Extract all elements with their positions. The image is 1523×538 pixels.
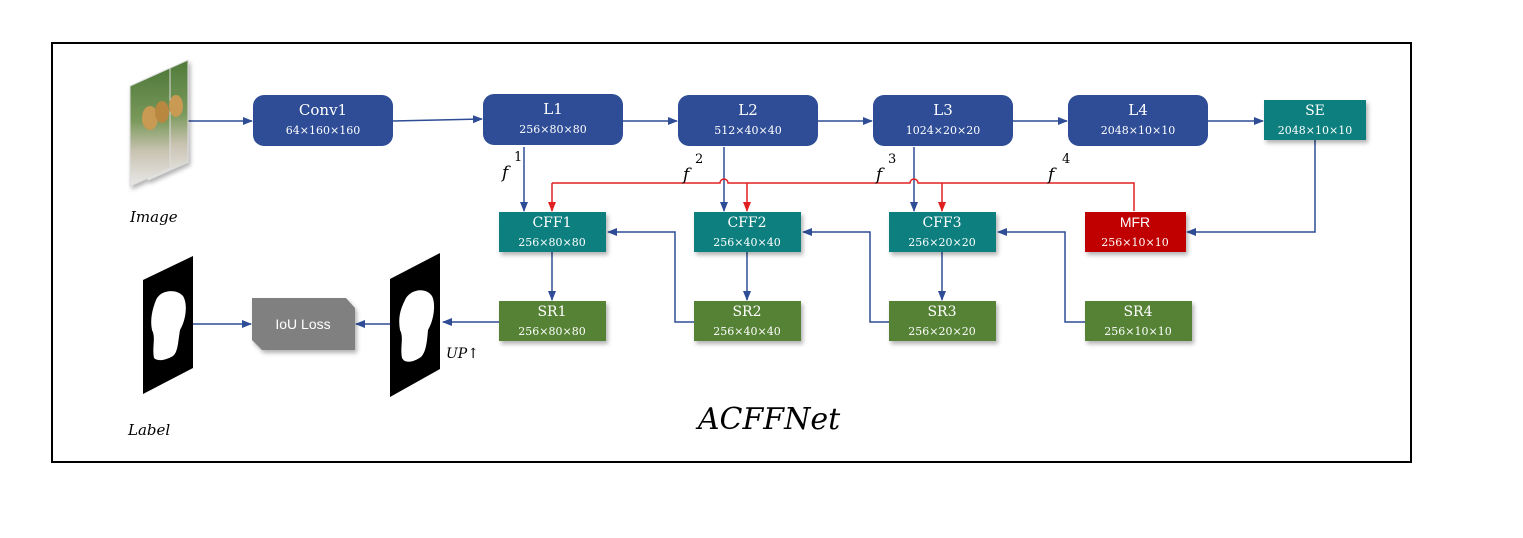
- blue-edges: [182, 115, 1316, 328]
- prediction-mask: UP↑: [390, 253, 479, 397]
- cff1-name: CFF1: [532, 215, 571, 231]
- label-caption: Label: [127, 421, 170, 439]
- l2-name: L2: [738, 101, 758, 119]
- feature-symbol: f: [500, 163, 511, 183]
- sr3-box: [889, 301, 996, 341]
- se-block: SE 2048×10×10: [1264, 100, 1366, 140]
- sr3-name: SR3: [927, 304, 956, 320]
- edge-se-mfr: [1186, 140, 1316, 236]
- l2-box: [678, 95, 818, 146]
- l3-name: L3: [933, 101, 953, 119]
- l1-name: L1: [543, 100, 563, 118]
- l1-block: L1 256×80×80: [483, 94, 623, 145]
- l1-dims: 256×80×80: [519, 123, 586, 136]
- feature-symbol: f: [1046, 165, 1057, 185]
- feature-index: 1: [514, 150, 522, 165]
- l4-block: L4 2048×10×10: [1068, 95, 1208, 146]
- sr2-name: SR2: [732, 304, 761, 320]
- cff2-block: CFF2 256×40×40: [694, 212, 801, 252]
- l2-block: L2 512×40×40: [678, 95, 818, 146]
- feature-label-3: f 3: [874, 152, 896, 185]
- iou-loss-box: [252, 298, 355, 350]
- se-box: [1264, 100, 1366, 140]
- red-edges: [548, 178, 1135, 212]
- feature-label-1: f 1: [500, 150, 522, 183]
- iou-loss-label: IoU Loss: [275, 316, 330, 332]
- cff2-dims: 256×40×40: [713, 236, 780, 249]
- mfr-box: [1085, 212, 1186, 252]
- cff1-box: [499, 212, 606, 252]
- cff1-block: CFF1 256×80×80: [499, 212, 606, 252]
- sr1-box: [499, 301, 606, 341]
- label-mask-silhouette: [151, 291, 186, 361]
- cff1-dims: 256×80×80: [518, 236, 585, 249]
- l4-name: L4: [1128, 101, 1148, 119]
- cff3-box: [889, 212, 996, 252]
- sr4-dims: 256×10×10: [1104, 325, 1171, 338]
- sr1-dims: 256×80×80: [518, 325, 585, 338]
- cff2-box: [694, 212, 801, 252]
- input-image-stack: [129, 59, 189, 187]
- cff3-block: CFF3 256×20×20: [889, 212, 996, 252]
- l4-dims: 2048×10×10: [1101, 124, 1175, 137]
- feature-index: 4: [1062, 152, 1070, 167]
- sr1-name: SR1: [537, 304, 566, 320]
- l3-box: [873, 95, 1013, 146]
- mfr-dims: 256×10×10: [1101, 236, 1168, 249]
- feature-symbol: f: [681, 165, 692, 185]
- sr2-dims: 256×40×40: [713, 325, 780, 338]
- input-image: Image: [129, 59, 189, 226]
- feature-symbol: f: [874, 165, 885, 185]
- l1-box: [483, 94, 623, 145]
- edge-conv1-l1: [392, 115, 483, 124]
- se-name: SE: [1305, 103, 1325, 119]
- l2-dims: 512×40×40: [714, 124, 781, 137]
- dog-shape: [142, 106, 158, 130]
- up-label: UP↑: [446, 346, 479, 362]
- edge-sr3-cff2: [802, 228, 890, 323]
- label-mask: Label: [127, 256, 193, 439]
- sr1-block: SR1 256×80×80: [499, 301, 606, 341]
- se-dims: 2048×10×10: [1278, 124, 1352, 137]
- sr4-block: SR4 256×10×10: [1085, 301, 1192, 341]
- sr2-box: [694, 301, 801, 341]
- cff3-name: CFF3: [922, 215, 961, 231]
- sr3-block: SR3 256×20×20: [889, 301, 996, 341]
- l3-block: L3 1024×20×20: [873, 95, 1013, 146]
- image-caption: Image: [129, 208, 178, 226]
- sr3-dims: 256×20×20: [908, 325, 975, 338]
- edge-sr2-cff1: [607, 228, 695, 323]
- feature-index: 3: [888, 152, 896, 167]
- iou-loss-block: IoU Loss: [252, 298, 355, 350]
- l4-box: [1068, 95, 1208, 146]
- feature-label-4: f 4: [1046, 152, 1070, 185]
- sr2-block: SR2 256×40×40: [694, 301, 801, 341]
- sr4-name: SR4: [1123, 304, 1152, 320]
- cff2-name: CFF2: [727, 215, 766, 231]
- mfr-block: MFR 256×10×10: [1085, 212, 1186, 252]
- cff3-dims: 256×20×20: [908, 236, 975, 249]
- sr4-box: [1085, 301, 1192, 341]
- conv1-name: Conv1: [299, 101, 347, 119]
- edge-sr4-cff3: [997, 228, 1085, 323]
- mfr-name: MFR: [1120, 214, 1150, 230]
- prediction-mask-silhouette: [399, 290, 435, 362]
- feature-index: 2: [695, 152, 703, 167]
- dog-shape: [169, 95, 183, 117]
- outer-frame: [51, 42, 1412, 463]
- dog-shape: [155, 101, 169, 123]
- conv1-dims: 64×160×160: [286, 124, 360, 137]
- edge-mfr-bus: [552, 178, 1135, 211]
- feature-label-2: f 2: [681, 152, 703, 185]
- conv1-box: [253, 95, 393, 146]
- l3-dims: 1024×20×20: [906, 124, 980, 137]
- conv1-block: Conv1 64×160×160: [253, 95, 393, 146]
- diagram-title: ACFFNet: [695, 402, 841, 437]
